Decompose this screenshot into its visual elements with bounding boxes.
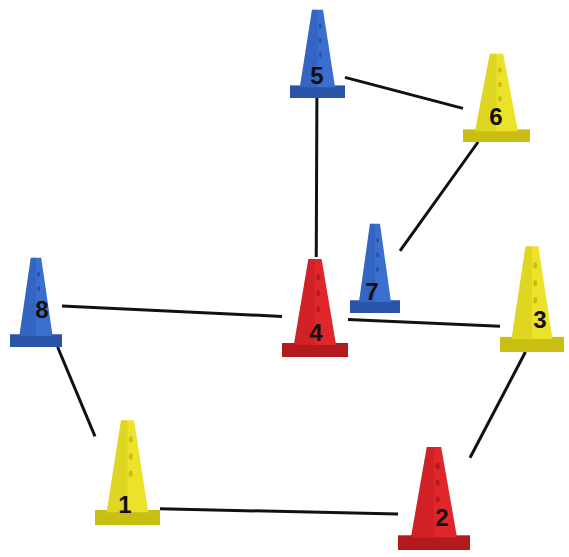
cone-number: 3: [533, 308, 546, 332]
training-cone: 5: [290, 8, 345, 98]
connector-line: [58, 347, 95, 436]
connector-line: [62, 306, 282, 316]
cone-shape: [500, 244, 564, 352]
cone-number: 7: [365, 280, 378, 304]
connector-line: [400, 142, 478, 251]
training-cone: 3: [500, 244, 564, 352]
connector-line: [345, 77, 463, 108]
training-cone: 7: [350, 222, 400, 313]
cone-number: 2: [435, 506, 448, 530]
training-cone: 6: [463, 52, 530, 142]
connector-line: [160, 509, 398, 514]
cone-number: 6: [489, 105, 502, 129]
training-cone: 4: [282, 257, 348, 357]
cone-number: 1: [118, 493, 131, 517]
training-cone: 1: [95, 418, 160, 525]
training-cone: 2: [398, 445, 470, 550]
connector-line: [348, 319, 500, 326]
connector-line: [315, 98, 319, 257]
cone-shape: [398, 445, 470, 550]
connector-line: [470, 352, 525, 458]
training-cone: 8: [10, 256, 62, 347]
cone-number: 4: [309, 321, 322, 345]
cone-number: 8: [35, 298, 48, 322]
cone-number: 5: [310, 64, 323, 88]
